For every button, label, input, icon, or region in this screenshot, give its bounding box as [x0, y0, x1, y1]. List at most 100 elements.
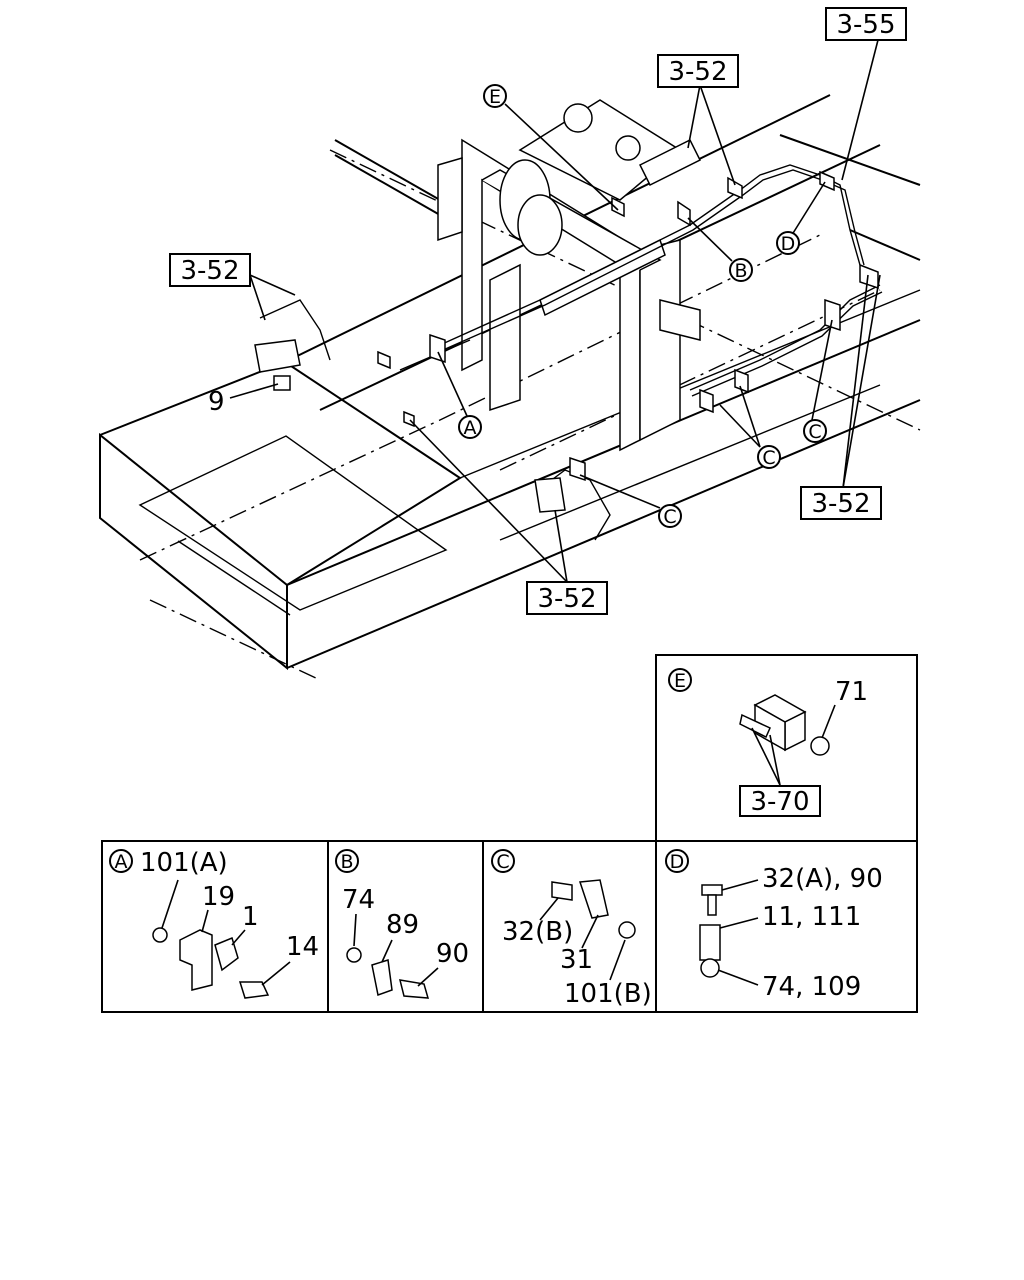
- c-clamp-31: [578, 879, 609, 919]
- circle-letter-d: D: [776, 231, 800, 255]
- clamp-c-bottom: [569, 456, 586, 482]
- clamp-a: [429, 333, 446, 364]
- center-line-3: [329, 149, 921, 431]
- detail-e-letter: E: [674, 670, 686, 692]
- ref-box-355: 3-55: [825, 7, 907, 41]
- part-74-109-label: 74, 109: [762, 972, 861, 1002]
- bracket-assembly: [437, 99, 702, 452]
- detail-grid: [101, 654, 918, 1013]
- detail-e: E 71 3-70: [668, 668, 868, 817]
- clamp-b: [677, 200, 691, 227]
- leader-b: [687, 217, 733, 262]
- leader-19: [201, 909, 209, 933]
- clamp-c-mid-2: [699, 388, 714, 414]
- hose-left: [259, 299, 331, 361]
- clamp-c-right: [824, 298, 841, 332]
- circle-letter-c-bottom: C: [658, 504, 682, 528]
- leader-14: [261, 961, 291, 986]
- leader-32b: [539, 897, 559, 921]
- detail-b: B 74 89 90: [335, 849, 469, 999]
- hose-bottom: [544, 469, 611, 541]
- leader-32a: [721, 879, 759, 891]
- leader-c-bottom: [579, 474, 661, 509]
- rear-rail-top: [779, 134, 921, 186]
- brake-pipes: [259, 164, 883, 541]
- center-line-4: [499, 289, 881, 471]
- ref-box-352-left-frame: [169, 253, 251, 287]
- circle-d-ring: [776, 231, 800, 255]
- leader-71: [821, 704, 836, 739]
- fitting-1: [727, 176, 743, 200]
- leader-355: [841, 39, 879, 181]
- rear-rail-lower: [849, 229, 921, 261]
- pipe-lower: [689, 284, 881, 391]
- a-nut-101a: [152, 927, 168, 943]
- drum-inner: [517, 194, 563, 256]
- ref-box-352-bottom: 3-52: [526, 581, 608, 615]
- nut-front: [403, 410, 415, 428]
- part-19-label: 19: [202, 882, 235, 912]
- panel-row-frame: [101, 840, 918, 1013]
- rail-bottom-edge: [286, 399, 921, 669]
- leader-90: [417, 967, 439, 987]
- bracket-leg: [489, 263, 521, 412]
- detail-c-circle: [491, 849, 515, 873]
- ref-box-352-right: 3-52: [800, 486, 882, 520]
- part-101b-label: 101(B): [564, 979, 652, 1009]
- d-bolt-head: [701, 884, 723, 896]
- circle-b-ring: [729, 258, 753, 282]
- leaders-main: [229, 39, 881, 583]
- part-71-label: 71: [835, 677, 868, 707]
- ref-box-352-right-frame: [800, 486, 882, 520]
- d-clamp-11: [699, 924, 721, 961]
- gearbox-valve-1: [563, 103, 593, 133]
- circle-letter-c-mid: C: [757, 445, 781, 469]
- circle-letter-a: A: [458, 415, 482, 439]
- ref-355-label: 3-55: [836, 10, 895, 40]
- circle-c3-ring: [658, 504, 682, 528]
- part-101a-label: 101(A): [140, 848, 228, 878]
- leader-352-top-a: [687, 84, 701, 149]
- ref-box-370-frame: [739, 785, 821, 817]
- ref-352-right-label: 3-52: [811, 489, 870, 519]
- part-31-label: 31: [560, 945, 593, 975]
- front-crossmember-top: [99, 360, 462, 586]
- leader-e: [504, 103, 619, 211]
- center-line-1: [139, 234, 821, 561]
- part-32a-label: 32(A), 90: [762, 864, 883, 894]
- part-11-label: 11, 111: [762, 902, 861, 932]
- gearbox-arm: [638, 138, 702, 187]
- ref-370-label: 3-70: [750, 787, 809, 817]
- detail-d-circle: [665, 849, 689, 873]
- circle-b-text: B: [734, 260, 747, 282]
- leader-d: [789, 181, 826, 239]
- detail-e-circle: [668, 668, 692, 692]
- leader-a: [437, 351, 468, 417]
- detail-d-letter: D: [670, 851, 685, 873]
- d-nut-74: [700, 958, 720, 978]
- leader-352-bottom-b: [554, 509, 568, 583]
- clamp-c-mid-1: [734, 368, 749, 394]
- nut-front-2: [377, 350, 391, 370]
- leader-9: [229, 383, 279, 399]
- a-bolt-14: [238, 981, 270, 999]
- detail-a-letter: A: [115, 851, 128, 873]
- leader-89: [381, 939, 393, 963]
- pipe-upper: [439, 164, 861, 346]
- circle-a-ring: [458, 415, 482, 439]
- leader-370-a: [751, 727, 781, 786]
- ref-352-left-label: 3-52: [180, 256, 239, 286]
- detail-b-circle: [335, 849, 359, 873]
- part-90-label: 90: [436, 939, 469, 969]
- circle-letter-c-right: C: [803, 419, 827, 443]
- detail-c-letter: C: [496, 851, 509, 873]
- c-nut-101b: [618, 921, 636, 939]
- circle-e-ring: [483, 84, 507, 108]
- ref-box-352-top-frame: [657, 54, 739, 88]
- e-nut-71: [810, 736, 830, 756]
- c-bolt-32b: [551, 881, 573, 901]
- leader-352-left-a: [249, 274, 266, 321]
- left-rail-end: [334, 154, 441, 216]
- front-inner-edge: [177, 540, 291, 616]
